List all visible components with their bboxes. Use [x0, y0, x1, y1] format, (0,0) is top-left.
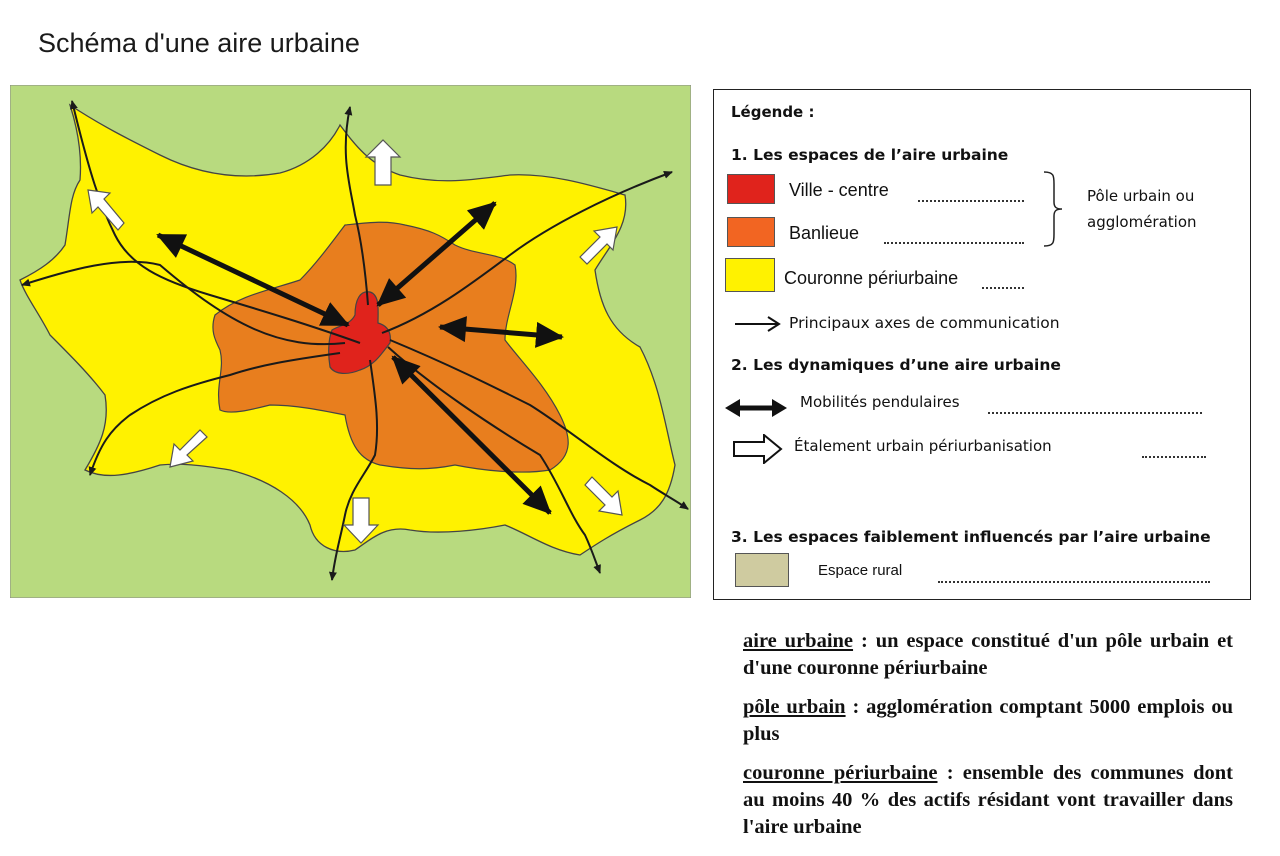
couronne-dots — [982, 287, 1024, 289]
pendular-arrow-ne — [376, 201, 497, 307]
legend-section-3: 3. Les espaces faiblement influencés par… — [731, 528, 1211, 546]
definition-couronne-periurbaine: couronne périurbaine : ensemble des comm… — [743, 760, 1233, 841]
definition-term: aire urbaine — [743, 630, 854, 652]
etalement-legend-arrow — [733, 434, 783, 464]
definition-text: : ensemble des communes dont au moins 40… — [743, 762, 1233, 838]
espace-rural-swatch — [735, 553, 789, 587]
etalement-dots — [1142, 456, 1206, 458]
axis-sw — [88, 352, 341, 476]
definition-aire-urbaine: aire urbaine : un espace constitué d'un … — [743, 628, 1233, 682]
ville-centre-swatch — [727, 174, 775, 204]
legend-box: Légende : 1. Les espaces de l’aire urbai… — [713, 89, 1251, 600]
legend-section-2: 2. Les dynamiques d’une aire urbaine — [731, 356, 1061, 374]
mobilites-pendulaires-arrows — [156, 201, 564, 515]
page-title: Schéma d'une aire urbaine — [38, 28, 360, 58]
couronne-swatch — [725, 258, 775, 292]
urban-area-map — [10, 85, 691, 598]
axis-ne — [381, 171, 673, 334]
banlieue-swatch — [727, 217, 775, 247]
pendular-arrow-se — [391, 355, 552, 515]
sprawl-arrow-n — [364, 139, 402, 186]
legend-heading: Légende : — [731, 103, 815, 121]
ville-centre-dots — [918, 200, 1024, 202]
pendular-arrow-e — [438, 316, 564, 348]
pole-urbain-brace — [1043, 171, 1063, 247]
ville-centre-label: Ville - centre — [789, 180, 889, 200]
axis-s — [328, 359, 379, 581]
mobilites-legend-arrow — [725, 399, 787, 417]
sprawl-arrow-ne — [579, 226, 618, 265]
etalement-label: Étalement urbain périurbanisation — [794, 437, 1052, 455]
banlieue-dots — [884, 242, 1024, 244]
sprawl-arrow-se — [584, 476, 623, 516]
espace-rural-label: Espace rural — [818, 562, 903, 579]
sprawl-arrow-sw — [169, 429, 208, 468]
communication-axes — [21, 100, 689, 581]
definition-pole-urbain: pôle urbain : agglomération comptant 500… — [743, 694, 1233, 748]
definition-term: couronne périurbaine — [743, 762, 938, 784]
ville-centre-zone — [328, 291, 391, 374]
banlieue-label: Banlieue — [789, 223, 860, 243]
mobilites-dots — [988, 412, 1202, 414]
mobilites-label: Mobilités pendulaires — [800, 393, 960, 411]
axis-legend-arrow — [735, 316, 781, 332]
definitions: aire urbaine : un espace constitué d'un … — [743, 628, 1233, 853]
pendular-arrow-nw — [156, 232, 350, 328]
axis-n — [344, 106, 369, 306]
axes-label: Principaux axes de communication — [789, 314, 1060, 332]
sprawl-arrow-s — [342, 497, 380, 544]
definition-text: : agglomération comptant 5000 emplois ou… — [743, 696, 1233, 745]
definition-term: pôle urbain — [743, 696, 846, 718]
sprawl-arrow-nw — [87, 189, 125, 231]
couronne-label: Couronne périurbaine — [784, 268, 959, 288]
pole-urbain-label-1: Pôle urbain ou — [1087, 187, 1195, 205]
legend-section-1: 1. Les espaces de l’aire urbaine — [731, 146, 1009, 164]
etalement-urbain-arrows — [87, 139, 623, 544]
pole-urbain-label-2: agglomération — [1087, 213, 1197, 231]
espace-rural-dots — [938, 581, 1210, 583]
definition-text: : un espace constitué d'un pôle urbain e… — [743, 630, 1234, 679]
